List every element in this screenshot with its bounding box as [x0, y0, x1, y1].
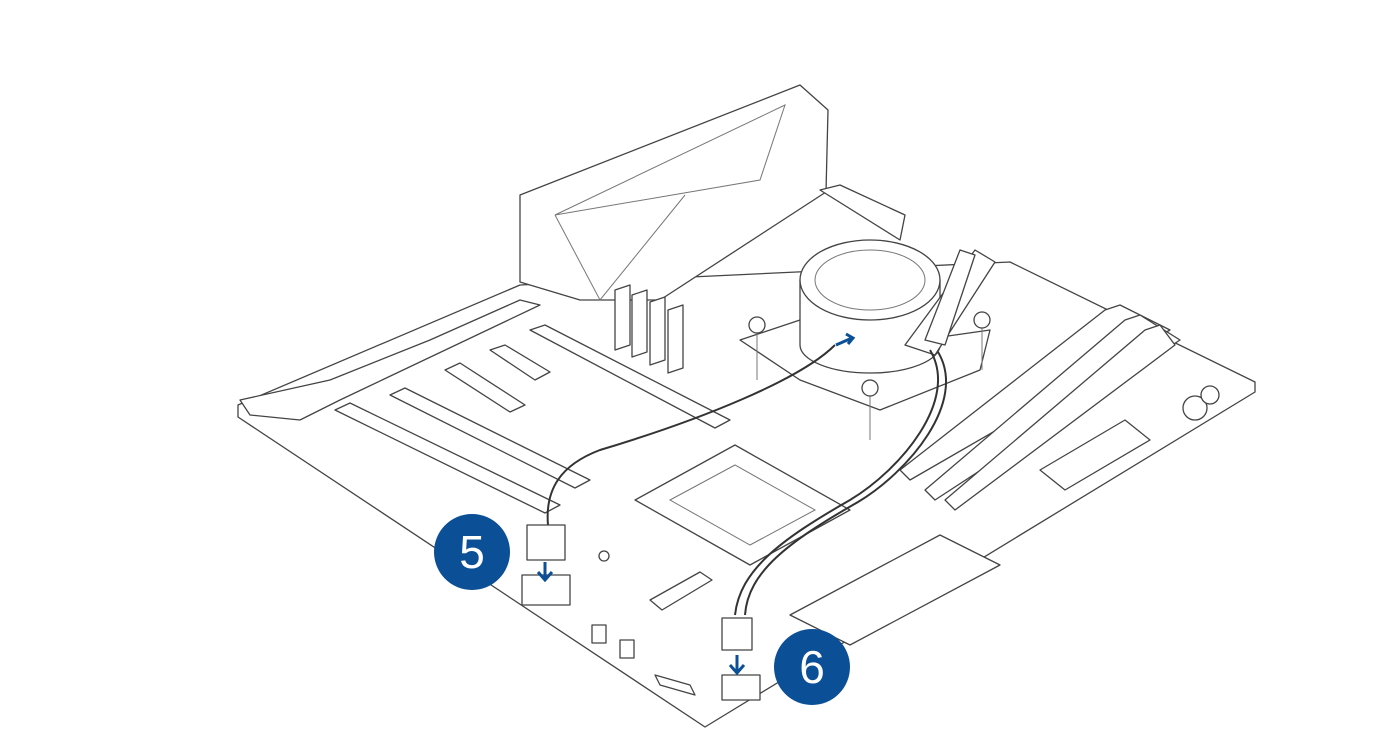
- step-badge-6: 6: [774, 629, 850, 705]
- step-number: 6: [799, 641, 825, 693]
- fan-cable: [734, 349, 939, 616]
- fan-header: [721, 674, 761, 701]
- chipset-heatsink: [634, 444, 851, 566]
- dimm-slots-right: [899, 304, 1181, 511]
- usb-header: [521, 574, 571, 606]
- pump-cable: [546, 344, 836, 526]
- step-badge-5: 5: [434, 514, 510, 590]
- step-number: 5: [459, 526, 485, 578]
- dimm-slots-left: [614, 184, 906, 374]
- cpu-cooler: [739, 239, 996, 440]
- pcie-slots: [334, 324, 731, 514]
- io-shroud: [519, 84, 829, 301]
